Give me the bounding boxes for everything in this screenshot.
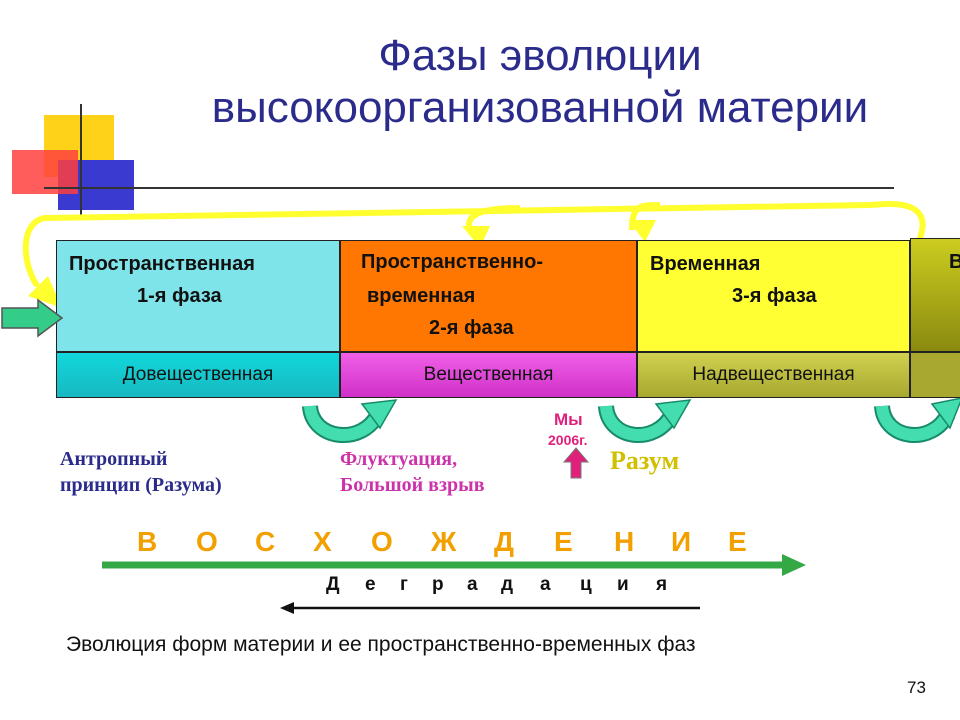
degradation-letter-10: я xyxy=(656,574,668,595)
phase-1-line-1: Пространственная xyxy=(69,253,255,275)
phase-3-line-1: Временная xyxy=(650,253,761,275)
ascension-arrow-icon xyxy=(102,554,806,576)
phase-2-line-2: временная xyxy=(367,285,476,307)
reason-label: Разум xyxy=(610,446,680,475)
anthropic-label: Антропный принцип (Разума) xyxy=(60,446,222,498)
degradation-letter-9: и xyxy=(617,574,629,595)
page-title: Фазы эволюции высокоорганизованной матер… xyxy=(150,30,930,134)
sub-2-label: Вещественная xyxy=(423,364,554,385)
degradation-letter-4: р xyxy=(432,574,444,595)
phase-cell-2: Пространственно- временная 2-я фаза xyxy=(340,240,637,352)
yellow-arrowhead-1 xyxy=(28,276,62,308)
phase-cell-1: Пространственная 1-я фаза xyxy=(56,240,340,352)
anthropic-line-2: принцип (Разума) xyxy=(60,474,222,496)
degradation-letter-7: а xyxy=(540,574,551,595)
degradation-letter-5: а xyxy=(467,574,478,595)
page-number: 73 xyxy=(907,678,926,697)
ascension-letter-7: Д xyxy=(494,526,514,557)
sub-cell-4 xyxy=(910,352,960,398)
ascension-letter-2: О xyxy=(196,526,218,557)
ascension-letter-1: В xyxy=(137,526,158,557)
ascension-letter-9: Н xyxy=(614,526,635,557)
phase-3-line-2: 3-я фаза xyxy=(732,285,817,307)
decor-vertical-line xyxy=(80,104,82,216)
year-label: 2006г. xyxy=(548,432,588,448)
degradation-arrow-icon xyxy=(280,602,700,614)
sub-cell-3: Надвещественная xyxy=(637,352,910,398)
transition-arrow-3-icon xyxy=(874,397,960,443)
fluctuation-label: Флуктуация, Большой взрыв xyxy=(340,446,485,498)
ascension-letter-4: Х xyxy=(313,526,332,557)
transition-arrow-2-icon xyxy=(598,399,692,443)
degradation-letter-3: г xyxy=(400,574,408,595)
phase-cell-3: Временная 3-я фаза xyxy=(637,240,910,352)
ascension-letter-10: И xyxy=(671,526,692,557)
ascension-letter-5: О xyxy=(371,526,393,557)
decor-red-square xyxy=(12,150,78,194)
title-line-2: высокоорганизованной материи xyxy=(211,83,869,132)
title-line-1: Фазы эволюции xyxy=(378,31,702,80)
up-arrow-icon xyxy=(562,447,590,479)
decor-horizontal-line xyxy=(44,187,894,189)
phase-2-line-1: Пространственно- xyxy=(361,251,543,273)
anthropic-line-1: Антропный xyxy=(60,448,168,470)
fluct-line-2: Большой взрыв xyxy=(340,474,485,496)
phase-cell-4: В xyxy=(910,238,960,352)
phase-1-line-2: 1-я фаза xyxy=(137,285,222,307)
degradation-letter-6: д xyxy=(501,574,514,595)
degradation-letter-2: е xyxy=(365,574,376,595)
phase-4-line-1: В xyxy=(949,251,960,273)
yellow-arrowhead-3 xyxy=(628,220,656,242)
yellow-arrowhead-2 xyxy=(462,226,490,248)
caption: Эволюция форм материи и ее пространствен… xyxy=(66,633,696,656)
sub-3-label: Надвещественная xyxy=(692,364,855,385)
phase-2-line-3: 2-я фаза xyxy=(429,317,514,339)
ascension-letter-11: Е xyxy=(728,526,747,557)
we-label: Мы xyxy=(554,410,583,429)
yellow-loop-1 xyxy=(22,201,926,287)
fluct-line-1: Флуктуация, xyxy=(340,448,458,470)
ascension-letter-8: Е xyxy=(554,526,573,557)
sub-cell-1: Довещественная xyxy=(56,352,340,398)
degradation-letter-8: ц xyxy=(580,574,592,595)
transition-arrow-1-icon xyxy=(302,399,398,443)
ascension-letter-3: С xyxy=(255,526,276,557)
sub-cell-2: Вещественная xyxy=(340,352,637,398)
sub-1-label: Довещественная xyxy=(122,364,274,385)
entry-arrow-icon xyxy=(1,298,64,338)
ascension-letter-6: Ж xyxy=(431,526,457,557)
degradation-letter-1: Д xyxy=(326,574,340,595)
